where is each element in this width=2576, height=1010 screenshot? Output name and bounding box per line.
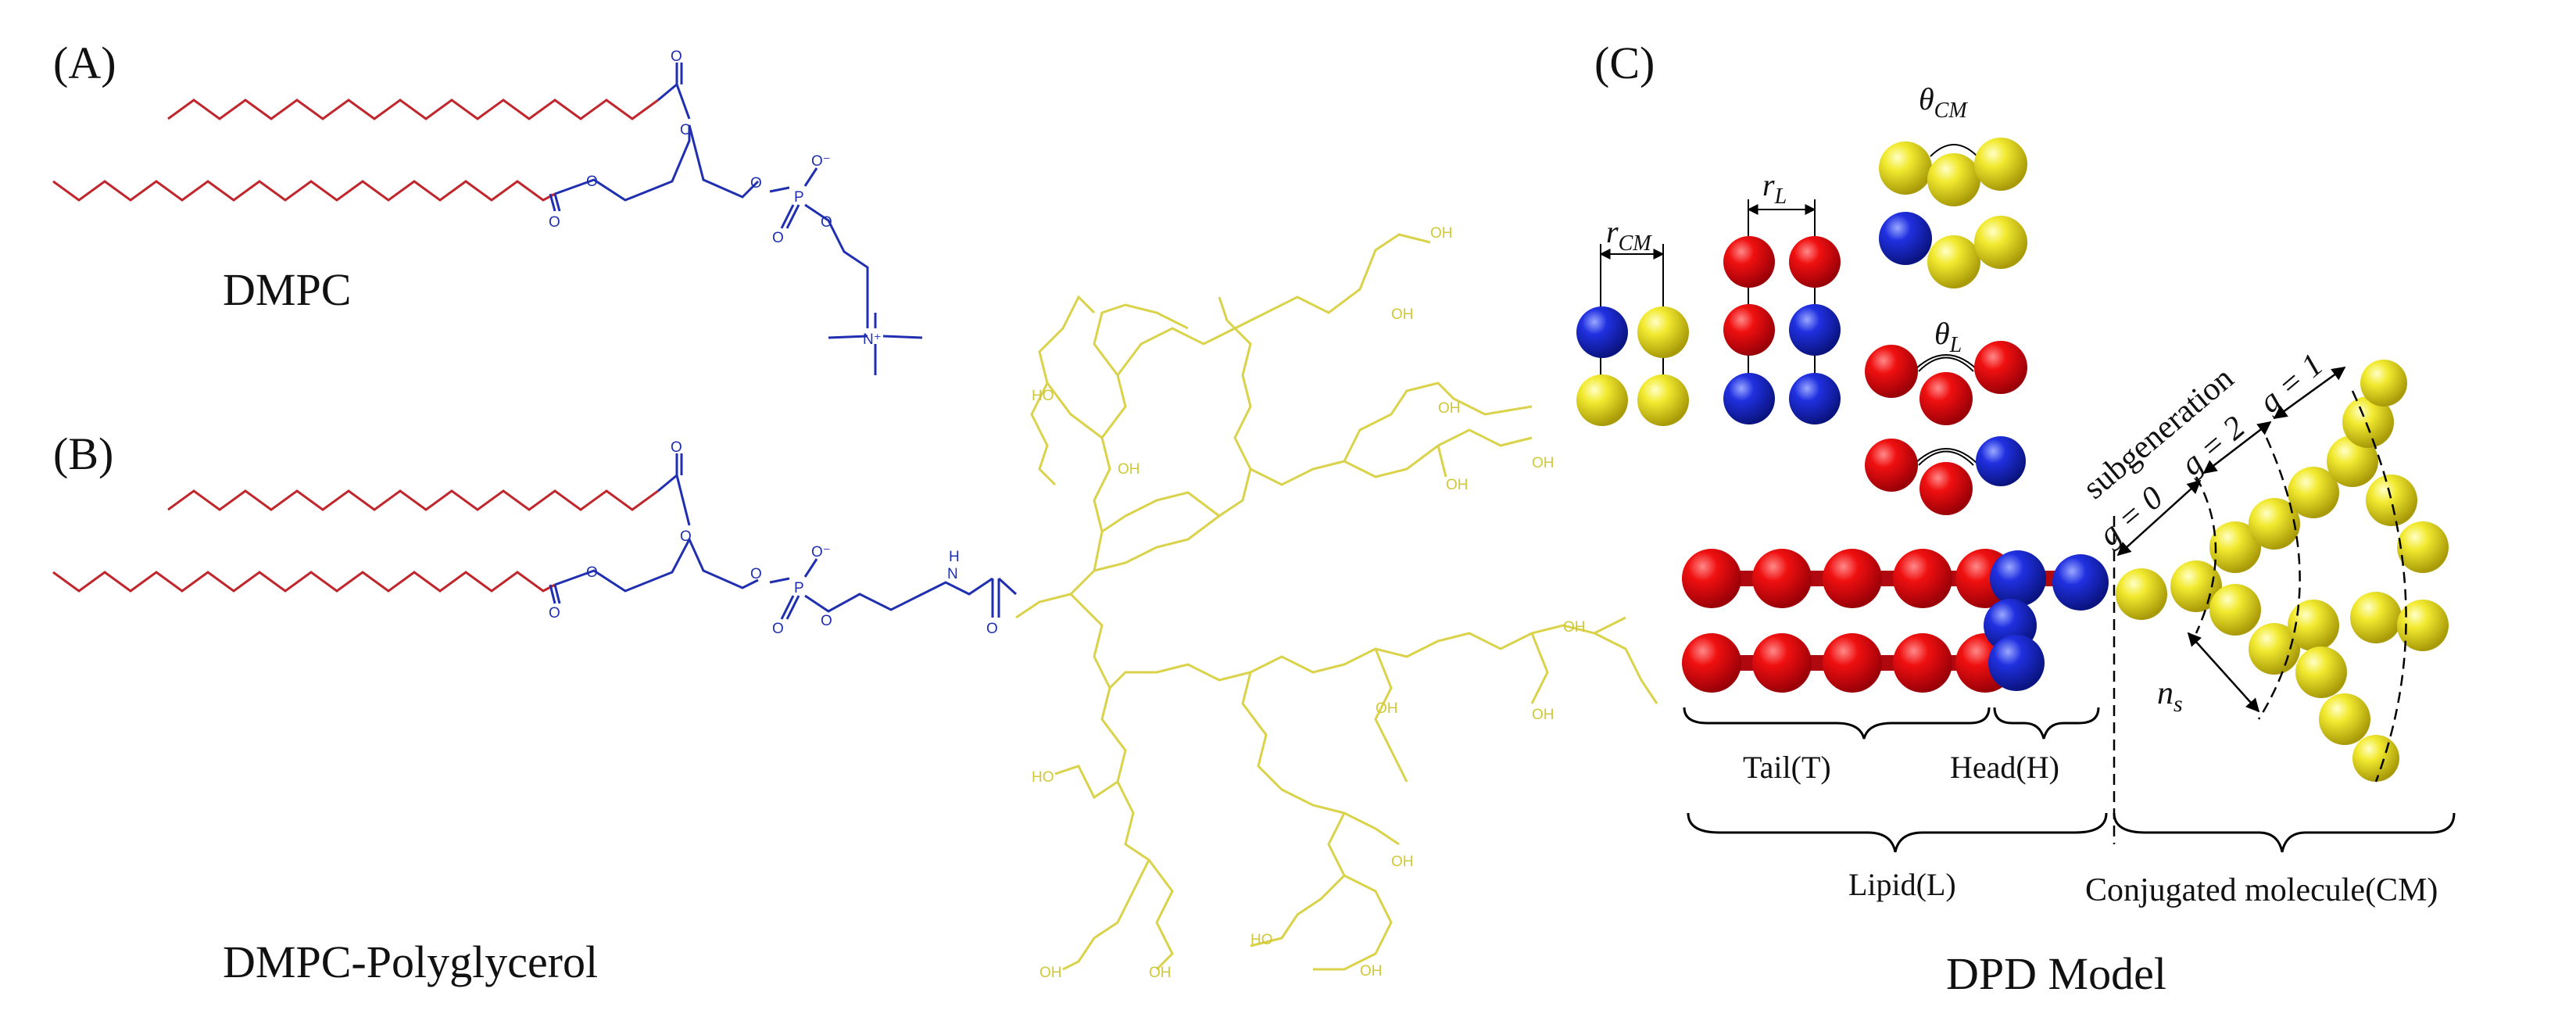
svg-text:P: P: [794, 580, 804, 596]
panel-a-label: (A): [53, 38, 116, 88]
svg-text:O: O: [680, 528, 692, 545]
svg-text:O: O: [586, 564, 598, 581]
svg-text:H: H: [949, 549, 960, 565]
svg-text:OH: OH: [1563, 619, 1586, 636]
pg-tail-1: [167, 489, 659, 511]
svg-text:O: O: [750, 566, 762, 582]
svg-text:O: O: [821, 214, 832, 231]
svg-text:OH: OH: [1039, 965, 1062, 981]
svg-text:OH: OH: [1149, 965, 1172, 981]
dmpc-atoms: O O O O O P O⁻ O O N⁺: [549, 48, 882, 348]
svg-text:O: O: [772, 230, 784, 246]
panel-c: (C) rCM rL θCM: [1576, 38, 2456, 999]
pg-tail-2: [52, 571, 556, 593]
svg-text:HO: HO: [1032, 769, 1054, 786]
svg-text:g = 1: g = 1: [2252, 347, 2331, 421]
dmpc-polyglycerol-name: DMPC-Polyglycerol: [223, 937, 598, 987]
ns-label: ns: [2157, 675, 2183, 717]
svg-text:OH: OH: [1391, 854, 1414, 870]
theta-cm-illustration: θCM: [1879, 81, 2027, 288]
polyglycerol-hydroxyls: OH OH OH OH OH HO OH OH OH OH HO OH HO O…: [1032, 225, 1586, 981]
svg-text:OH: OH: [1360, 963, 1383, 980]
svg-text:O: O: [986, 621, 998, 637]
theta-l-illustration: θL: [1865, 316, 2027, 515]
cm-label: Conjugated molecule(CM): [2085, 872, 2438, 908]
panel-b: (B) O O O O O P O⁻ O O N H O: [52, 225, 1658, 987]
svg-text:O: O: [821, 613, 832, 629]
dmpc-name: DMPC: [223, 264, 351, 315]
svg-text:O: O: [549, 605, 560, 621]
svg-text:rL: rL: [1762, 167, 1787, 209]
svg-text:O: O: [671, 439, 682, 456]
conjugate-beads: [2116, 360, 2449, 782]
svg-text:O: O: [772, 621, 784, 637]
braces: [1683, 707, 2456, 853]
panel-a: (A) O O O O O P O⁻ O O N⁺ DMPC: [52, 38, 923, 375]
lipid-beads: [1682, 549, 2109, 693]
lipid-label: Lipid(L): [1848, 867, 1956, 902]
dmpc-tail-2: [52, 180, 556, 202]
svg-text:OH: OH: [1446, 477, 1469, 493]
svg-text:OH: OH: [1391, 306, 1414, 323]
svg-text:OH: OH: [1532, 455, 1555, 471]
svg-text:O: O: [750, 175, 762, 192]
dmpc-tail-1: [167, 98, 659, 120]
dmpc-head: [549, 63, 923, 375]
svg-text:OH: OH: [1376, 700, 1398, 717]
svg-text:O: O: [680, 122, 692, 138]
polyglycerol-dendron: [1015, 233, 1658, 971]
dpd-model-title: DPD Model: [1946, 948, 2166, 999]
pg-head: [549, 453, 1018, 620]
pg-atoms: O O O O O P O⁻ O O N H O: [549, 439, 998, 637]
r-cm-illustration: rCM: [1576, 214, 1689, 426]
r-l-illustration: rL: [1723, 167, 1841, 424]
svg-text:θL: θL: [1934, 316, 1962, 357]
svg-text:O⁻: O⁻: [811, 544, 831, 561]
panel-c-label: (C): [1594, 38, 1655, 88]
svg-text:O⁻: O⁻: [811, 153, 831, 170]
svg-text:N⁺: N⁺: [863, 331, 882, 348]
svg-text:HO: HO: [1032, 388, 1054, 404]
head-label: Head(H): [1950, 750, 2059, 785]
svg-text:rCM: rCM: [1606, 214, 1652, 256]
svg-text:N: N: [947, 566, 958, 582]
tail-label: Tail(T): [1743, 750, 1831, 785]
svg-text:O: O: [549, 214, 560, 231]
generation-arrows: [2116, 366, 2346, 713]
svg-text:O: O: [671, 48, 682, 65]
svg-text:HO: HO: [1250, 932, 1273, 948]
svg-text:OH: OH: [1438, 400, 1461, 417]
svg-text:P: P: [794, 189, 804, 206]
generation-arcs: [2113, 390, 2407, 844]
svg-text:θCM: θCM: [1919, 81, 1968, 123]
svg-text:OH: OH: [1430, 225, 1453, 242]
svg-text:OH: OH: [1118, 461, 1140, 478]
svg-text:O: O: [586, 174, 598, 190]
svg-text:OH: OH: [1532, 707, 1555, 723]
panel-b-label: (B): [53, 428, 113, 479]
